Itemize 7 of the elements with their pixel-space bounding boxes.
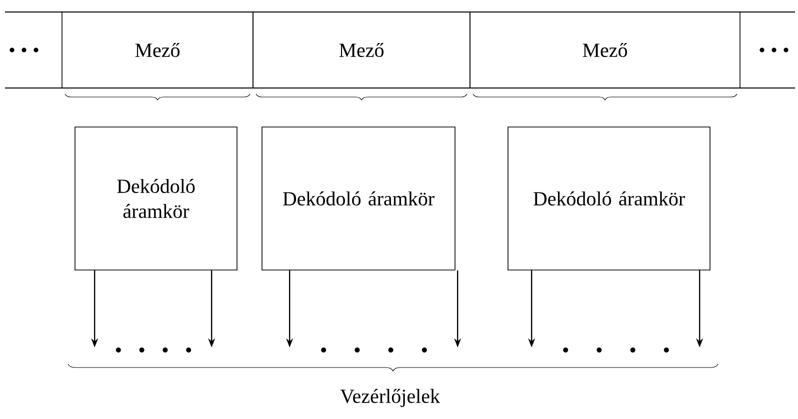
field-cell: Mező [62, 12, 254, 88]
decoder-box: Dekódoló áramkör [262, 126, 456, 270]
field-cell: Mező [252, 12, 470, 88]
decoder-box: Dekódoló áramkör [508, 126, 710, 270]
decoder-box: Dekódoló áramkör [74, 126, 238, 270]
caption-label: Vezérlőjelek [340, 388, 440, 408]
field-cell: Mező [470, 12, 740, 88]
